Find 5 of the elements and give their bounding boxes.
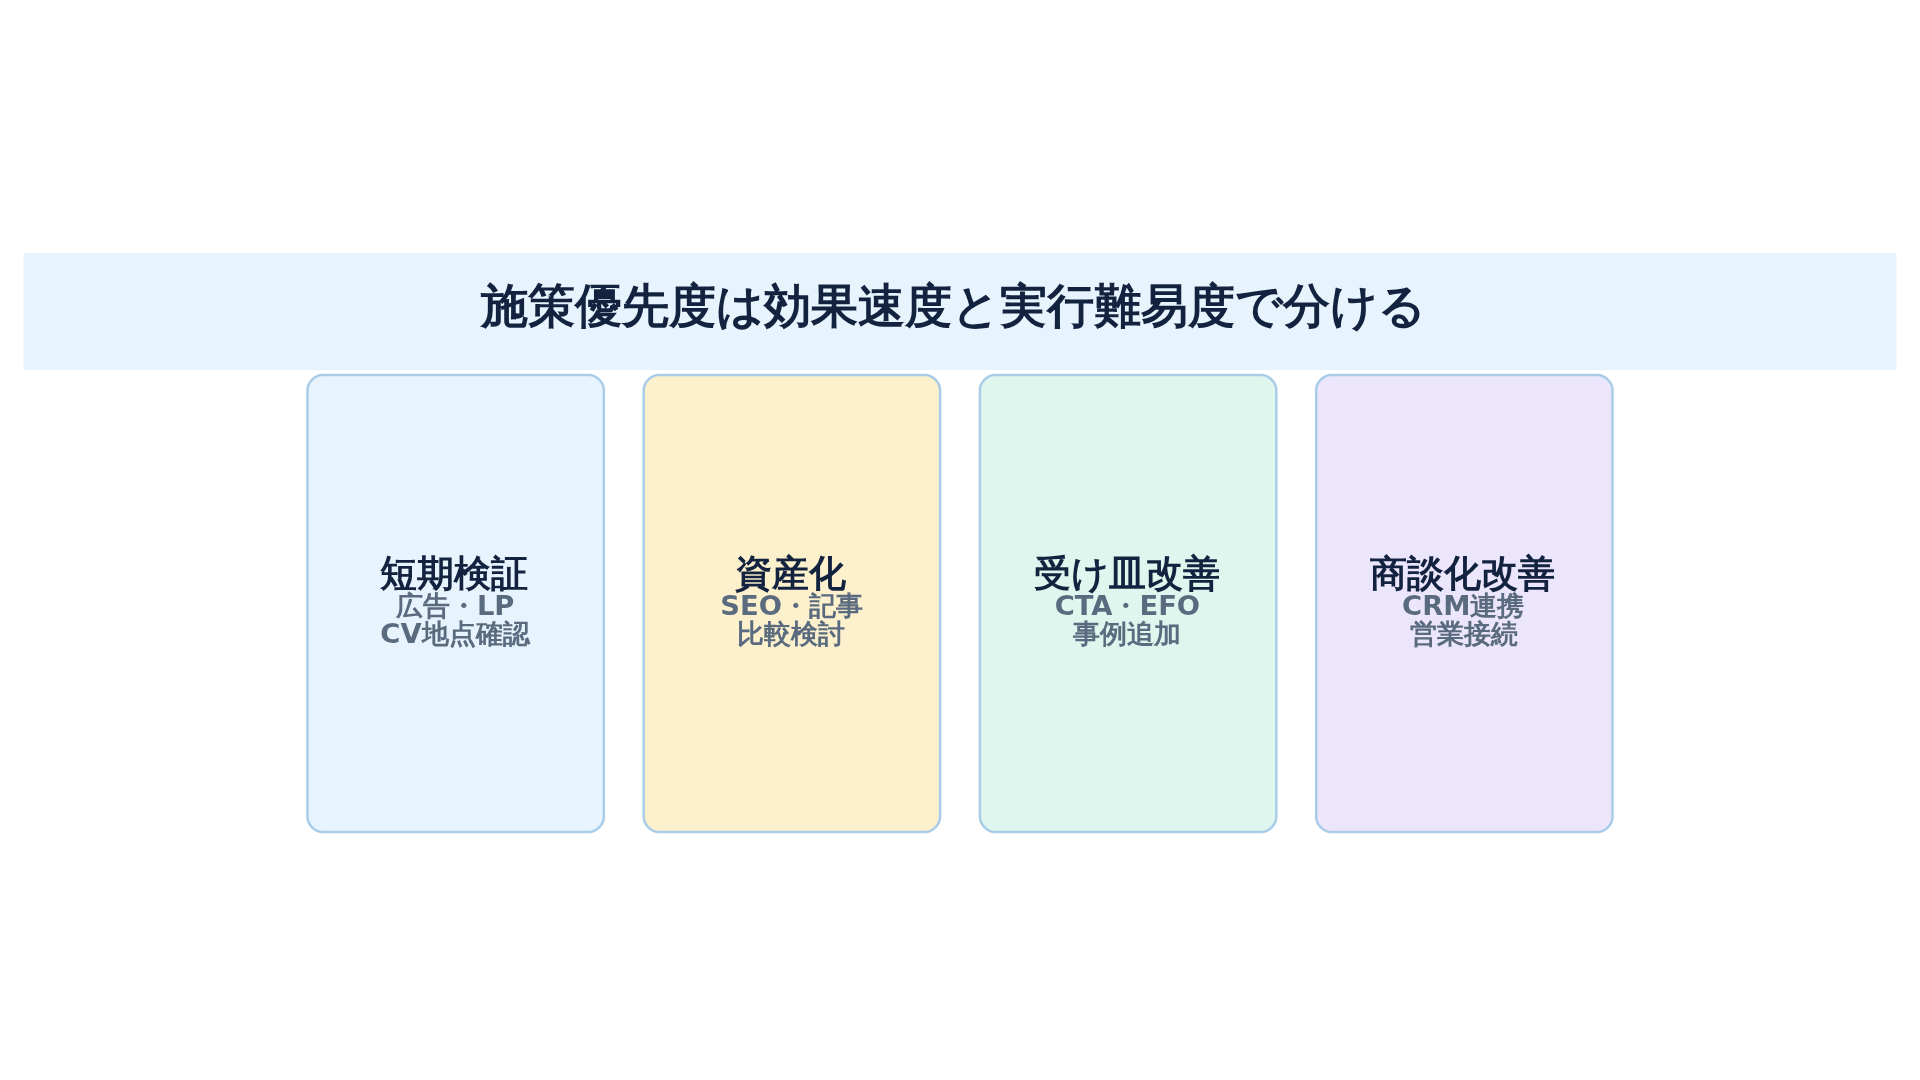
- node-box: 受け皿改善 CTA・EFO 事例追加: [978, 373, 1278, 834]
- diagram-title: 施策優先度は効果速度と実行難易度で分ける: [481, 277, 1427, 333]
- node-box: 資産化 SEO・記事 比較検討: [642, 373, 942, 834]
- node-box: 商談化改善 CRM連携 営業接続: [1314, 373, 1614, 834]
- node-box: 短期検証 広告・LP CV地点確認: [306, 373, 606, 834]
